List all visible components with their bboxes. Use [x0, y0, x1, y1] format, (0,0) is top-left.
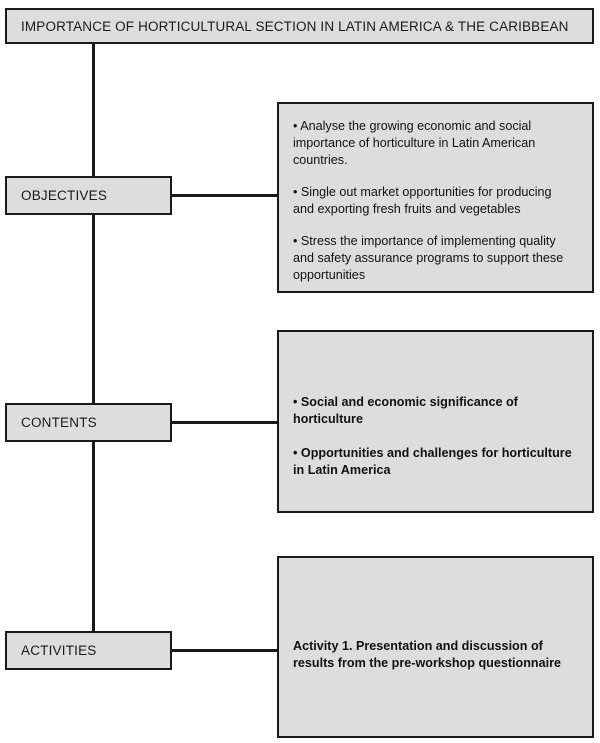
contents-bullet-list: • Social and economic significance of ho…: [293, 346, 576, 479]
objectives-bullet-list: • Analyse the growing economic and socia…: [293, 118, 576, 284]
connector-line-objectives: [172, 194, 277, 197]
list-item: • Single out market opportunities for pr…: [293, 185, 552, 216]
connector-line-activities: [172, 649, 277, 652]
activities-text-block: Activity 1. Presentation and discussion …: [293, 572, 576, 672]
stage-box-activities: ACTIVITIES: [5, 631, 172, 670]
list-item: Activity 1. Presentation and discussion …: [293, 639, 562, 670]
stage-label-contents: CONTENTS: [21, 415, 97, 430]
trunk-line-contents-to-activities: [92, 441, 95, 632]
page-title: IMPORTANCE OF HORTICULTURAL SECTION IN L…: [21, 18, 569, 34]
content-panel-contents: • Social and economic significance of ho…: [277, 330, 594, 513]
trunk-line-objectives-to-contents: [92, 214, 95, 404]
content-panel-objectives: • Analyse the growing economic and socia…: [277, 102, 594, 293]
stage-box-objectives: OBJECTIVES: [5, 176, 172, 215]
list-item: • Stress the importance of implementing …: [293, 234, 564, 282]
content-panel-activities: Activity 1. Presentation and discussion …: [277, 556, 594, 738]
stage-label-objectives: OBJECTIVES: [21, 188, 108, 203]
list-item: • Opportunities and challenges for horti…: [293, 446, 572, 477]
diagram-title-box: IMPORTANCE OF HORTICULTURAL SECTION IN L…: [5, 8, 594, 44]
stage-label-activities: ACTIVITIES: [21, 643, 97, 658]
list-item: • Social and economic significance of ho…: [293, 395, 518, 426]
stage-box-contents: CONTENTS: [5, 403, 172, 442]
list-item: • Analyse the growing economic and socia…: [293, 119, 536, 167]
connector-line-contents: [172, 421, 277, 424]
trunk-line-title-to-objectives: [92, 43, 95, 177]
